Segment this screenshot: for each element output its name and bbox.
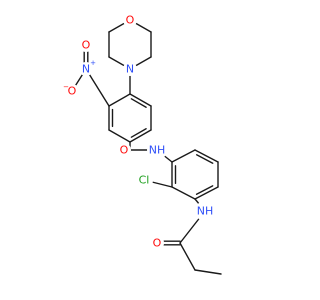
charge-label-nitro-o: − (63, 83, 69, 91)
bond-ring-b-5 (194, 149, 219, 163)
atom-label-amide-n: NH (149, 144, 166, 157)
atom-nitro-oxygen-minus: O − (63, 83, 79, 98)
atom-nitro-oxygen-double: O (79, 38, 93, 52)
bond-ring-a-double-3 (130, 98, 147, 108)
atom-label-propanamide-o: O (153, 237, 162, 250)
bond-ring-b-3 (194, 186, 219, 200)
atom-label-morpholine-n: N (126, 63, 134, 76)
atom-label-nitro-o-double: O (82, 39, 91, 52)
bond-ring-a-6 (129, 93, 152, 107)
atom-amide-oxygen: O (117, 143, 131, 157)
bond-ring-b-double-2 (195, 185, 214, 195)
bond-ring-a-3 (108, 129, 131, 143)
atom-label-propanamide-n: NH (197, 205, 214, 218)
atom-morpholine-oxygen: O (123, 13, 137, 27)
bond-propanamide-chain-1 (179, 242, 196, 271)
bond-ring-a-1 (108, 93, 131, 107)
atom-chlorine: Cl (135, 171, 153, 189)
atom-morpholine-nitrogen: N (123, 62, 137, 76)
atom-amide-nitrogen: NH (147, 140, 167, 160)
atom-label-layer: O N N + O − O O NH C (63, 13, 215, 250)
bond-ring-to-nitro (85, 68, 110, 107)
atom-propanamide-nitrogen: NH (195, 201, 215, 221)
atom-nitro-nitrogen: N + (79, 59, 96, 76)
atom-propanamide-oxygen: O (150, 236, 164, 250)
bond-ring-b-2 (171, 186, 196, 200)
charge-label-nitro-n: + (90, 59, 96, 67)
bond-propanamide-chain-2 (194, 269, 222, 275)
bond-ring-a-4 (129, 129, 152, 143)
atom-label-nitro-n: N (82, 63, 90, 76)
atom-label-amide-o: O (120, 144, 129, 157)
bond-ring-b-double-3 (195, 154, 214, 164)
atom-label-morpholine-o: O (126, 14, 135, 27)
molecule-structure: O N N + O − O O NH C (63, 13, 222, 275)
bond-ring-a-double-2 (130, 128, 147, 138)
bond-ring-b-6 (171, 149, 196, 163)
atom-label-nitro-o-minus: O (68, 85, 77, 98)
atom-label-chlorine: Cl (139, 174, 150, 187)
